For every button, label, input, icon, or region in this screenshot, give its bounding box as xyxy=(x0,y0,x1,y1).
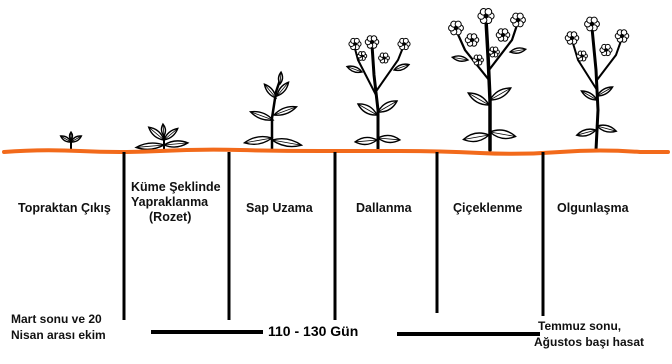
sowing-note-line-1: Mart sonu ve 20 xyxy=(11,311,106,327)
stage-label-rosette: Küme Şeklinde Yapraklanma (Rozet) xyxy=(131,180,221,225)
plant-emergence xyxy=(61,132,82,150)
flower-center xyxy=(580,54,583,57)
flower-center xyxy=(382,56,385,59)
stage-label-emergence: Topraktan Çıkış xyxy=(18,201,111,216)
flower-center xyxy=(402,42,406,46)
flower-center xyxy=(620,34,624,38)
stage-label-rosette-line-1: Küme Şeklinde xyxy=(131,180,221,195)
stem xyxy=(486,20,490,150)
harvest-note: Temmuz sonu, Ağustos başı hasat xyxy=(534,318,644,350)
plant-flowering xyxy=(449,9,526,150)
flower-center xyxy=(361,55,364,58)
stage-label-rosette-line-3: (Rozet) xyxy=(131,210,221,225)
flower-center xyxy=(370,40,374,44)
flower-center xyxy=(492,50,495,53)
flower-center xyxy=(353,42,357,46)
flower-center xyxy=(570,36,574,40)
flower-center xyxy=(604,48,608,52)
stem xyxy=(597,38,622,80)
flower-center xyxy=(470,38,474,42)
stage-dividers xyxy=(124,152,543,320)
plant-stem-elongation xyxy=(244,72,301,150)
harvest-note-line-2: Ağustos başı hasat xyxy=(534,334,644,350)
stem xyxy=(372,45,378,150)
flower-center xyxy=(590,22,594,26)
stage-label-rosette-line-2: Yapraklanma xyxy=(131,195,221,210)
flower-center xyxy=(476,58,479,61)
harvest-note-line-1: Temmuz sonu, xyxy=(534,318,644,334)
stage-label-stem-elongation: Sap Uzama xyxy=(246,201,313,216)
plants xyxy=(61,9,629,150)
leaf-vein xyxy=(264,84,276,98)
flower-center xyxy=(501,33,505,37)
sowing-note: Mart sonu ve 20 Nisan arası ekim xyxy=(11,311,106,343)
plant-branching xyxy=(347,36,410,150)
plant-maturity xyxy=(565,17,629,150)
flower-center xyxy=(454,26,458,30)
duration-label: 110 - 130 Gün xyxy=(268,323,358,339)
flower-center xyxy=(484,14,489,19)
stage-label-maturity: Olgunlaşma xyxy=(557,201,629,216)
flower-center xyxy=(516,18,520,22)
stage-label-flowering: Çiçeklenme xyxy=(453,201,522,216)
stage-label-branching: Dallanma xyxy=(356,201,412,216)
sowing-note-line-2: Nisan arası ekim xyxy=(11,327,106,343)
plant-rosette xyxy=(136,124,188,150)
